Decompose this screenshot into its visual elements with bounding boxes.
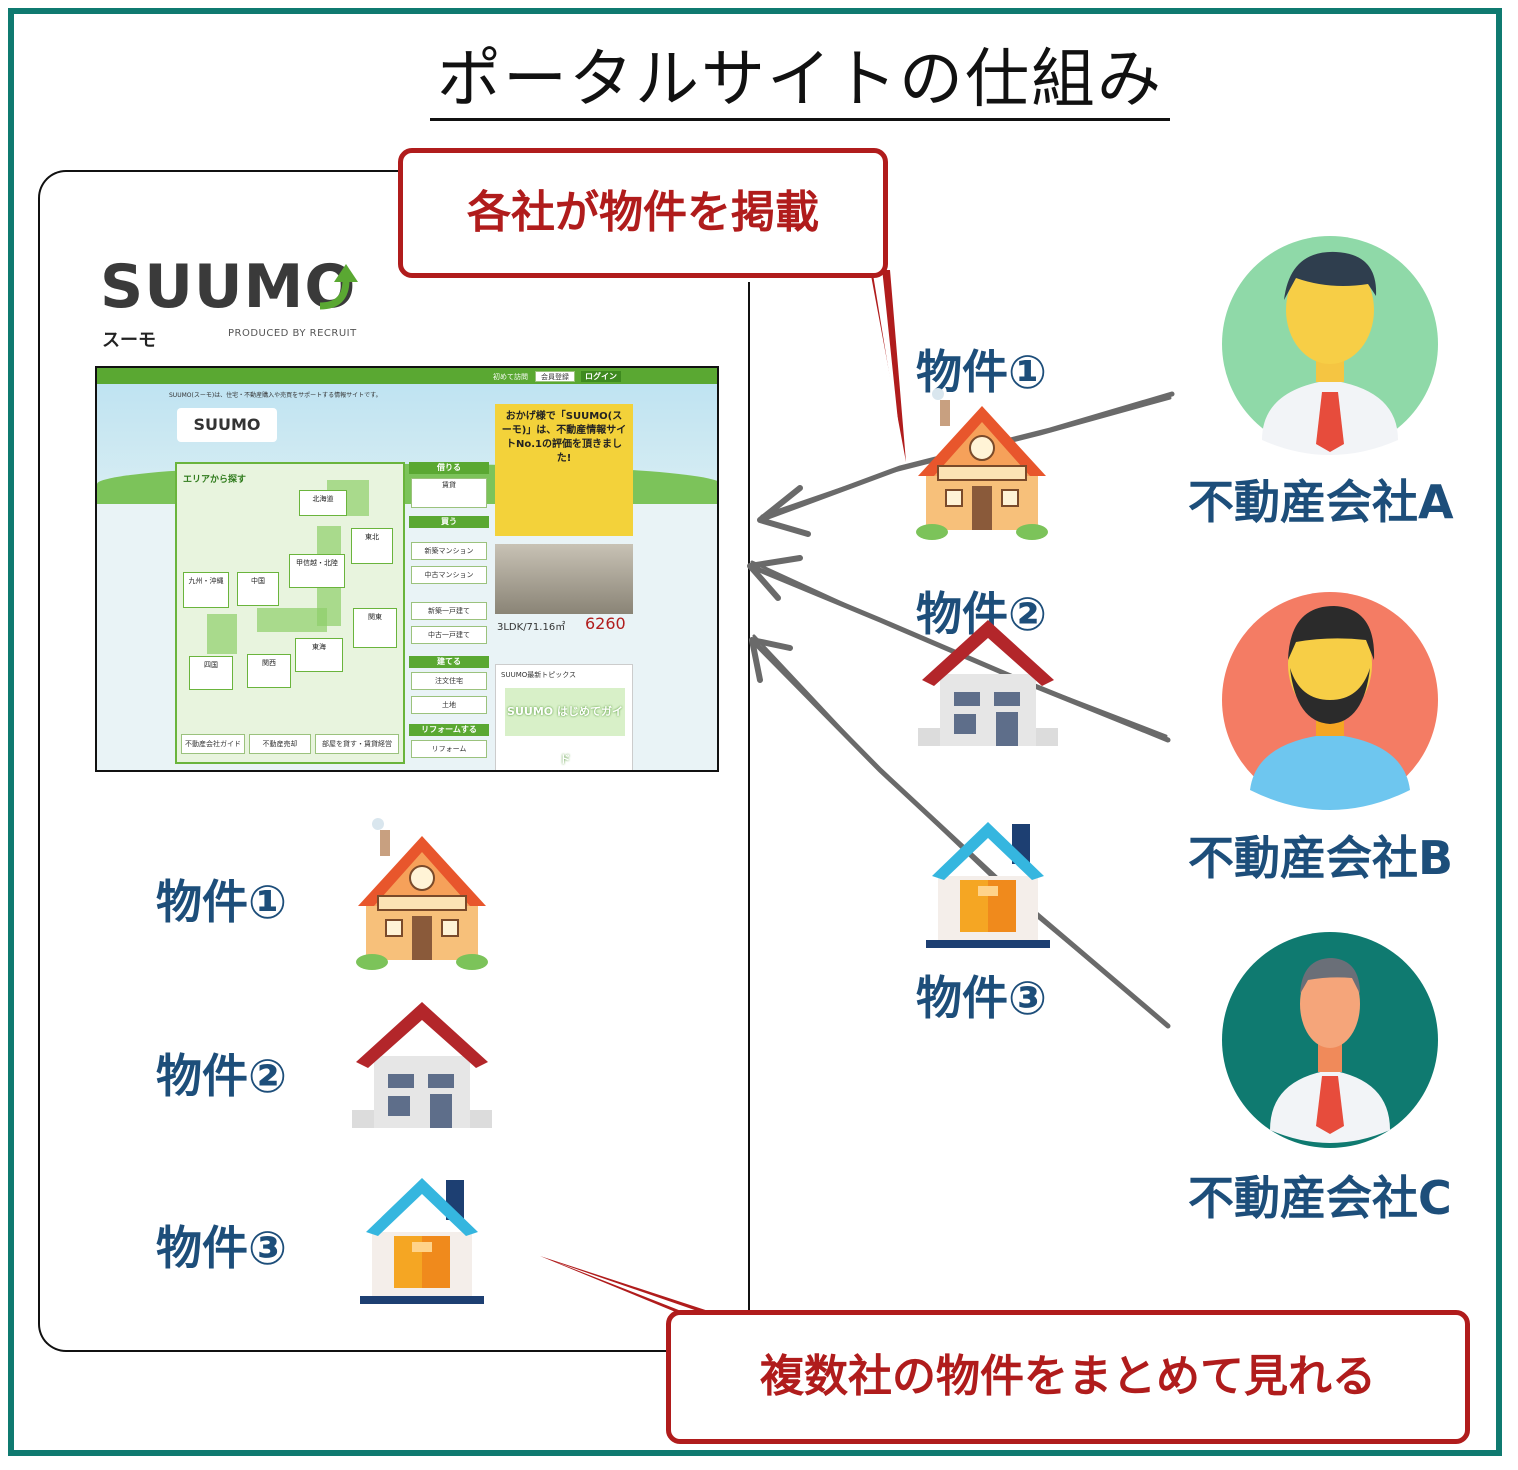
house-blue-roof-icon bbox=[360, 1178, 484, 1304]
site-area-search-title: エリアから探す bbox=[183, 475, 247, 485]
site-topics-title: SUUMO最新トピックス bbox=[501, 671, 577, 679]
site-cat-build-head: 建てる bbox=[409, 656, 489, 668]
suumo-logo-produced: PRODUCED BY RECRUIT bbox=[228, 328, 357, 339]
portal-site-box bbox=[38, 170, 750, 1352]
incoming-property-label-3: 物件③ bbox=[916, 971, 1047, 1025]
suumo-logo-kana: スーモ bbox=[102, 330, 156, 351]
map-kyushu bbox=[207, 614, 237, 654]
company-label-b: 不動産会社B bbox=[1188, 831, 1454, 885]
company-label-a: 不動産会社A bbox=[1188, 475, 1454, 529]
site-cat-reform[interactable]: リフォーム bbox=[411, 740, 487, 758]
site-logo: SUUMO bbox=[177, 408, 277, 442]
portal-property-label-3: 物件③ bbox=[156, 1221, 287, 1275]
callout-top-tail-inner bbox=[872, 268, 900, 440]
page-title: ポータルサイトの仕組み bbox=[437, 43, 1163, 117]
suumo-website-screenshot: 初めて訪問 会員登録 ログイン SUUMO(スーモ)は、住宅・不動産購入や売買を… bbox=[95, 366, 719, 772]
site-cat-rent-head: 借りる bbox=[409, 462, 489, 474]
callout-bottom-tail bbox=[540, 1256, 730, 1318]
house-red-roof-icon bbox=[352, 1002, 492, 1128]
region-tohoku[interactable]: 東北 bbox=[351, 528, 393, 564]
portal-property-label-2: 物件② bbox=[156, 1049, 287, 1103]
callout-view-multiple: 複数社の物件をまとめて見れる bbox=[666, 1310, 1470, 1444]
site-login-button[interactable]: ログイン bbox=[581, 371, 621, 382]
site-cat-used-house[interactable]: 中古一戸建て bbox=[411, 626, 487, 644]
house-orange-icon bbox=[915, 387, 1049, 541]
suumo-logo-word: SUUMO bbox=[100, 252, 357, 322]
site-intro-text: SUUMO(スーモ)は、住宅・不動産購入や売買をサポートする情報サイトです。 bbox=[169, 392, 382, 399]
title-underline bbox=[430, 118, 1170, 121]
callout-companies-post: 各社が物件を掲載 bbox=[398, 148, 888, 278]
site-cat-reform-head: リフォームする bbox=[409, 724, 489, 736]
site-link-rent-out[interactable]: 部屋を貸す・賃貸経営 bbox=[315, 734, 399, 754]
company-label-c: 不動産会社C bbox=[1188, 1171, 1452, 1225]
region-kansai[interactable]: 関西 bbox=[247, 654, 291, 688]
logo-arrow-icon bbox=[319, 264, 358, 310]
site-cat-buy-head: 買う bbox=[409, 516, 489, 528]
map-west bbox=[257, 608, 327, 632]
region-hokkaido[interactable]: 北海道 bbox=[299, 490, 347, 516]
site-listing-photo[interactable] bbox=[495, 544, 633, 614]
portal-property-label-1: 物件① bbox=[156, 875, 287, 929]
site-cat-custom-home[interactable]: 注文住宅 bbox=[411, 672, 487, 690]
businessman-a-icon bbox=[1222, 236, 1438, 455]
house-red-roof-icon bbox=[918, 620, 1058, 746]
site-cat-rent-item[interactable]: 賃貸 bbox=[411, 478, 487, 508]
outer-frame bbox=[8, 8, 1502, 1456]
site-listing-price: 6260 bbox=[585, 614, 626, 633]
businessman-c-icon bbox=[1222, 932, 1438, 1148]
site-guide-banner[interactable]: SUUMO はじめてガイド bbox=[505, 688, 625, 766]
site-cat-used-mansion[interactable]: 中古マンション bbox=[411, 566, 487, 584]
house-orange-icon bbox=[355, 817, 489, 971]
site-nav-link[interactable]: 初めて訪問 bbox=[493, 373, 528, 381]
house-blue-roof-icon bbox=[926, 822, 1050, 948]
region-kyushu-okinawa[interactable]: 九州・沖縄 bbox=[183, 572, 229, 608]
region-chugoku[interactable]: 中国 bbox=[237, 572, 279, 606]
businessman-b-icon bbox=[1222, 592, 1438, 810]
region-tokai[interactable]: 東海 bbox=[295, 638, 343, 672]
portal-box-divider bbox=[748, 282, 750, 1352]
region-shikoku[interactable]: 四国 bbox=[189, 656, 233, 690]
site-no1-banner[interactable]: おかげ様で「SUUMO(スーモ)」は、不動産情報サイトNo.1の評価を頂きました… bbox=[495, 404, 633, 536]
callout-bottom-tail-inner bbox=[556, 1262, 712, 1316]
site-cat-new-house[interactable]: 新築一戸建て bbox=[411, 602, 487, 620]
site-link-agent-guide[interactable]: 不動産会社ガイド bbox=[181, 734, 245, 754]
site-link-sell[interactable]: 不動産売却 bbox=[249, 734, 311, 754]
region-koshinetsu-hokuriku[interactable]: 甲信越・北陸 bbox=[289, 554, 345, 588]
site-cat-land[interactable]: 土地 bbox=[411, 696, 487, 714]
site-cat-new-mansion[interactable]: 新築マンション bbox=[411, 542, 487, 560]
region-kanto[interactable]: 関東 bbox=[353, 608, 397, 648]
site-register-button[interactable]: 会員登録 bbox=[535, 371, 575, 382]
site-listing-layout: 3LDK/71.16㎡ bbox=[497, 622, 566, 633]
pencil-arrow-icon bbox=[747, 391, 1175, 1029]
